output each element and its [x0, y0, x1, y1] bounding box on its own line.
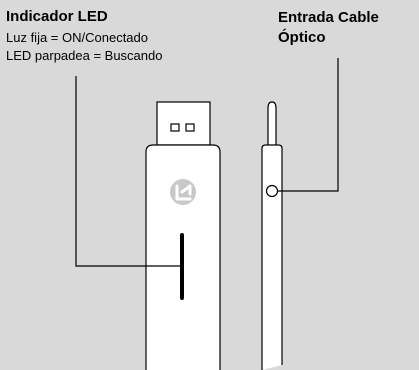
led-blink-description: LED parpadea = Buscando: [6, 48, 163, 63]
connector-slot-right: [185, 123, 195, 132]
led-indicator-description: Luz fija = ON/Conectado LED parpadea = B…: [6, 29, 162, 65]
connector-slot-left: [170, 123, 180, 132]
optical-input-title-line1: Entrada Cable: [278, 9, 379, 26]
led-indicator-title: Indicador LED: [6, 8, 108, 25]
optical-input-title-line2: Óptico: [278, 29, 326, 46]
usb-connector: [156, 101, 211, 146]
optical-input-title: Entrada Cable Óptico: [278, 8, 418, 48]
optical-leader-line: [278, 58, 339, 192]
optical-port-icon: [265, 184, 279, 198]
brand-logo-icon: [170, 179, 196, 205]
led-solid-description: Luz fija = ON/Conectado: [6, 30, 148, 45]
led-leader-line: [75, 76, 182, 267]
dongle-side-top: [267, 101, 277, 145]
dongle-body-side: [261, 144, 283, 370]
